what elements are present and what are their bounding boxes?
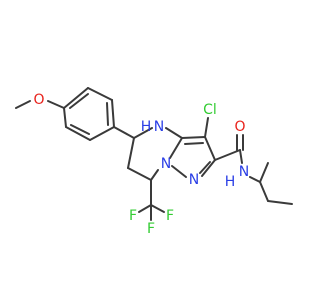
bond-ar4 — [111, 99, 115, 128]
bond-c3a-n8 — [169, 137, 183, 159]
bond-ar1 — [63, 107, 67, 128]
bond-camide-n — [239, 149, 243, 164]
bond-c7-c6 — [127, 167, 152, 181]
bond-n4-c3a — [165, 127, 183, 139]
bond-cf3-fl — [138, 204, 152, 213]
ring-nitrogen-nh-label: N — [154, 119, 164, 135]
bond-c2-camide — [214, 149, 241, 161]
methoxy-oxygen-label: O — [33, 92, 44, 108]
amide-nitrogen-label: N — [239, 164, 249, 180]
bond-ar3 — [89, 126, 115, 141]
pyrazole-nitrogen-label: N — [189, 172, 199, 188]
bond-c5-n4 — [133, 127, 153, 139]
bond-cb-ch2 — [259, 181, 269, 202]
bond-ar-double1 — [70, 124, 90, 135]
bond-n1-n8 — [171, 165, 187, 178]
atom-labels: O N H Cl O N H N N F F F — [33, 92, 249, 237]
bond-cf3-fr — [150, 204, 165, 213]
bond-c2-n1 — [201, 159, 216, 177]
bond-ar5 — [87, 87, 113, 101]
bond-c6-c5 — [127, 137, 135, 169]
bond-o-ar — [47, 100, 65, 109]
bridgehead-nitrogen-label: N — [161, 156, 171, 172]
bond-c3-c2 — [204, 136, 216, 161]
bond-ar6 — [63, 87, 89, 109]
bond-c3-cl — [204, 117, 209, 138]
chlorine-label: Cl — [203, 102, 217, 118]
bond-ar2 — [65, 126, 91, 141]
bond-ch2-ch3 — [267, 200, 293, 205]
bond-c3a-c3-double — [184, 142, 204, 145]
bond-ar-c5 — [113, 126, 135, 139]
carbonyl-oxygen-label: O — [234, 119, 245, 135]
bond-ar-double2 — [106, 102, 109, 126]
bond-ar-double3 — [69, 93, 89, 109]
molecule-structure: O N H Cl O N H N N F F F — [15, 87, 293, 237]
fluorine-bottom-label: F — [147, 221, 155, 237]
bond-n8-c7 — [150, 169, 159, 181]
fluorine-left-label: F — [129, 208, 137, 224]
amide-hydrogen-label: H — [225, 174, 236, 190]
bond-n-cb — [249, 176, 261, 183]
bond-cb-me — [259, 162, 269, 183]
bond-c3a-c3 — [181, 136, 206, 139]
molecule-canvas: O N H Cl O N H N N F F F — [15, 87, 293, 237]
ring-nitrogen-h-label: H — [141, 119, 152, 135]
fluorine-right-label: F — [166, 208, 174, 224]
bonds — [15, 87, 293, 221]
bond-ch3-o — [15, 100, 31, 109]
bond-c2-n1-double — [199, 161, 211, 174]
